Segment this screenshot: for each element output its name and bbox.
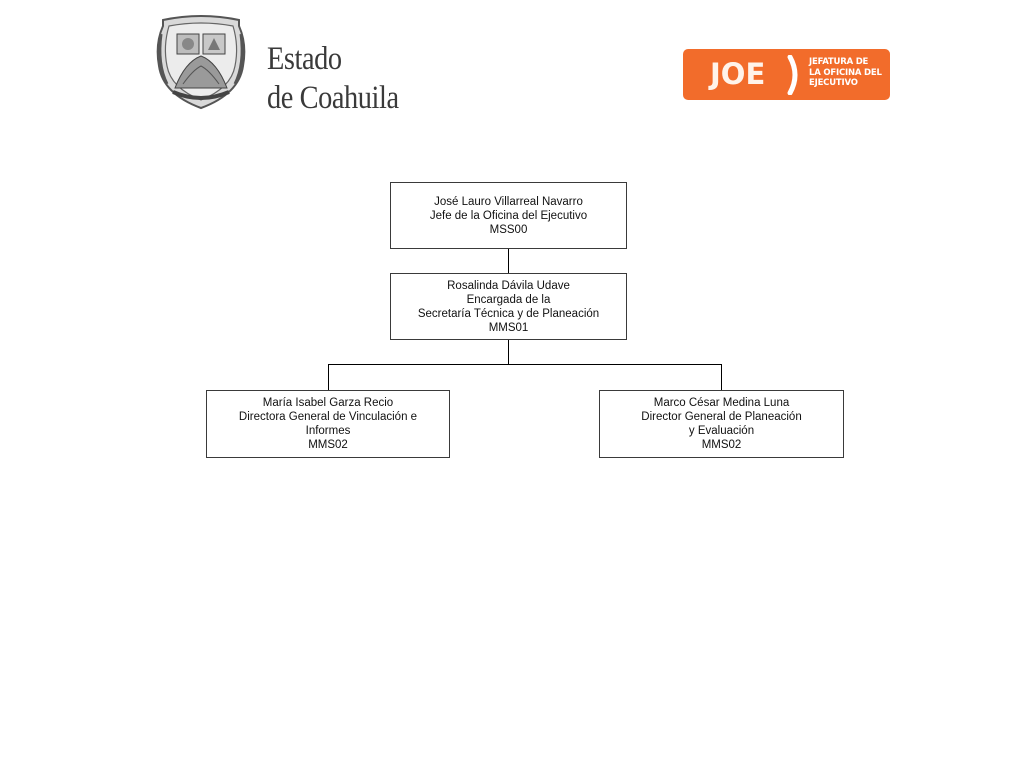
joe-caption-line-1: JEFATURA DE <box>809 57 869 67</box>
joe-logo: JOE JEFATURA DE LA OFICINA DEL EJECUTIVO <box>683 49 890 100</box>
connector-bus-to-left-director <box>328 364 329 390</box>
director-title-line-1: Directora General de Vinculación e <box>238 411 418 423</box>
chief-code: MSS00 <box>489 223 528 236</box>
state-title-line-1: Estado <box>267 41 342 77</box>
state-title-line-2: de Coahuila <box>267 80 399 116</box>
technical-secretary-name: Rosalinda Dávila Udave <box>447 279 570 292</box>
director-name: Marco César Medina Luna <box>653 397 790 409</box>
chief-name: José Lauro Villarreal Navarro <box>434 195 583 208</box>
org-node-director-planeacion: Marco César Medina Luna Director General… <box>599 390 844 458</box>
director-title-line-2: y Evaluación <box>688 425 755 437</box>
joe-caption-line-2: LA OFICINA DEL <box>809 67 882 78</box>
connector-horizontal-bus <box>328 364 722 365</box>
technical-secretary-code: MMS01 <box>488 321 529 334</box>
joe-caption-line-3: EJECUTIVO <box>809 78 858 88</box>
connector-technical-to-bus <box>508 340 509 365</box>
connector-bus-to-right-director <box>721 364 722 390</box>
org-node-technical-secretary: Rosalinda Dávila Udave Encargada de la S… <box>390 273 627 340</box>
director-code: MMS02 <box>701 439 742 451</box>
director-title-line-1: Director General de Planeación <box>641 411 802 423</box>
director-code: MMS02 <box>308 439 348 451</box>
connector-chief-to-technical <box>508 249 509 273</box>
technical-secretary-title-line-1: Encargada de la <box>466 293 551 306</box>
technical-secretary-title-line-2: Secretaría Técnica y de Planeación <box>417 307 600 320</box>
state-title: Estado de Coahuila <box>267 40 399 118</box>
coahuila-coat-of-arms-icon <box>156 15 246 110</box>
director-title-line-2: Informes <box>305 425 351 437</box>
joe-logo-mark: JOE <box>710 57 766 91</box>
org-node-chief: José Lauro Villarreal Navarro Jefe de la… <box>390 182 627 249</box>
director-name: María Isabel Garza Recio <box>262 397 394 409</box>
joe-logo-divider-icon <box>787 55 798 95</box>
org-node-director-vinculacion: María Isabel Garza Recio Directora Gener… <box>206 390 450 458</box>
joe-logo-caption: JEFATURA DE LA OFICINA DEL EJECUTIVO <box>809 57 882 89</box>
chief-title: Jefe de la Oficina del Ejecutivo <box>429 209 588 222</box>
